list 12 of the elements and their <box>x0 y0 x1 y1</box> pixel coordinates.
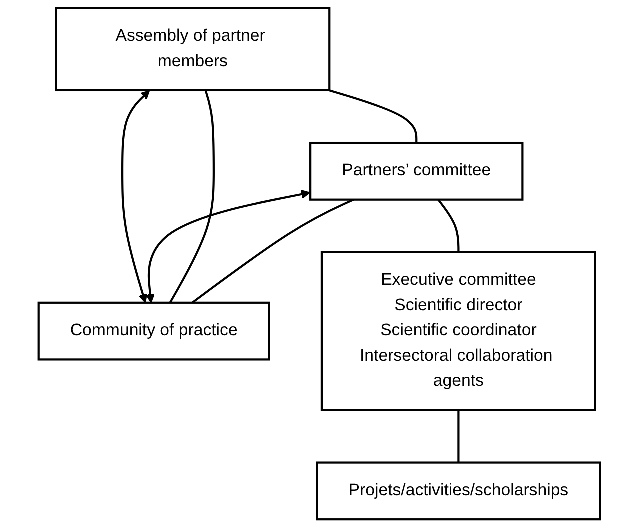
connector <box>192 198 354 304</box>
node-box: Projets/activities/scholarships <box>316 462 602 521</box>
arrow <box>122 90 150 304</box>
node-box: Partners’ committee <box>310 142 524 201</box>
connector <box>328 89 418 144</box>
connector <box>458 410 460 463</box>
arrow <box>146 190 311 304</box>
connector <box>438 199 460 252</box>
node-box: Executive committee Scientific director Scientific coordinator Intersectoral collaboration agents <box>320 251 596 412</box>
connector <box>169 90 215 304</box>
node-box: Community of practice <box>38 302 270 361</box>
node-box: Assembly of partner members <box>55 7 331 92</box>
